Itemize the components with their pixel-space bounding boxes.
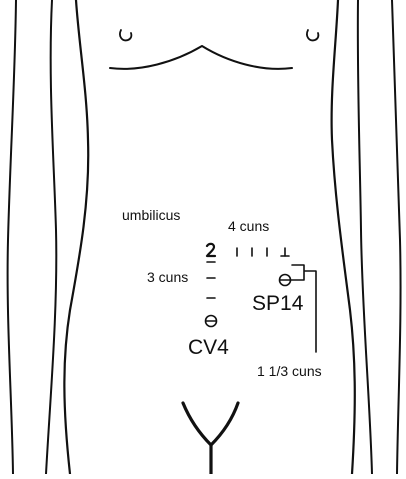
vertical-scale [207, 262, 215, 298]
umbilicus-icon [207, 244, 215, 256]
left-arm-outer [8, 0, 16, 474]
sp14-label: SP14 [252, 292, 304, 315]
right-arm-outer [392, 0, 401, 474]
chest-contour [110, 46, 292, 69]
horizontal-scale [237, 248, 289, 256]
cv4-point-marker [206, 316, 217, 327]
right-torso-contour [332, 0, 355, 474]
umbilicus-label: umbilicus [122, 207, 180, 223]
left-arm-inner [46, 0, 56, 474]
four-cuns-label: 4 cuns [228, 218, 269, 234]
right-nipple-icon [307, 30, 318, 40]
sp14-point-marker [280, 275, 291, 286]
one-third-cuns-label: 1 1/3 cuns [257, 363, 322, 379]
torso-outline [64, 0, 354, 474]
cv4-label: CV4 [188, 336, 229, 359]
left-nipple-icon [120, 30, 131, 40]
left-torso-contour [64, 0, 88, 474]
right-arm-inner [358, 0, 372, 474]
groin-contour [183, 403, 238, 445]
three-cuns-label: 3 cuns [147, 269, 188, 285]
chest [110, 30, 318, 69]
